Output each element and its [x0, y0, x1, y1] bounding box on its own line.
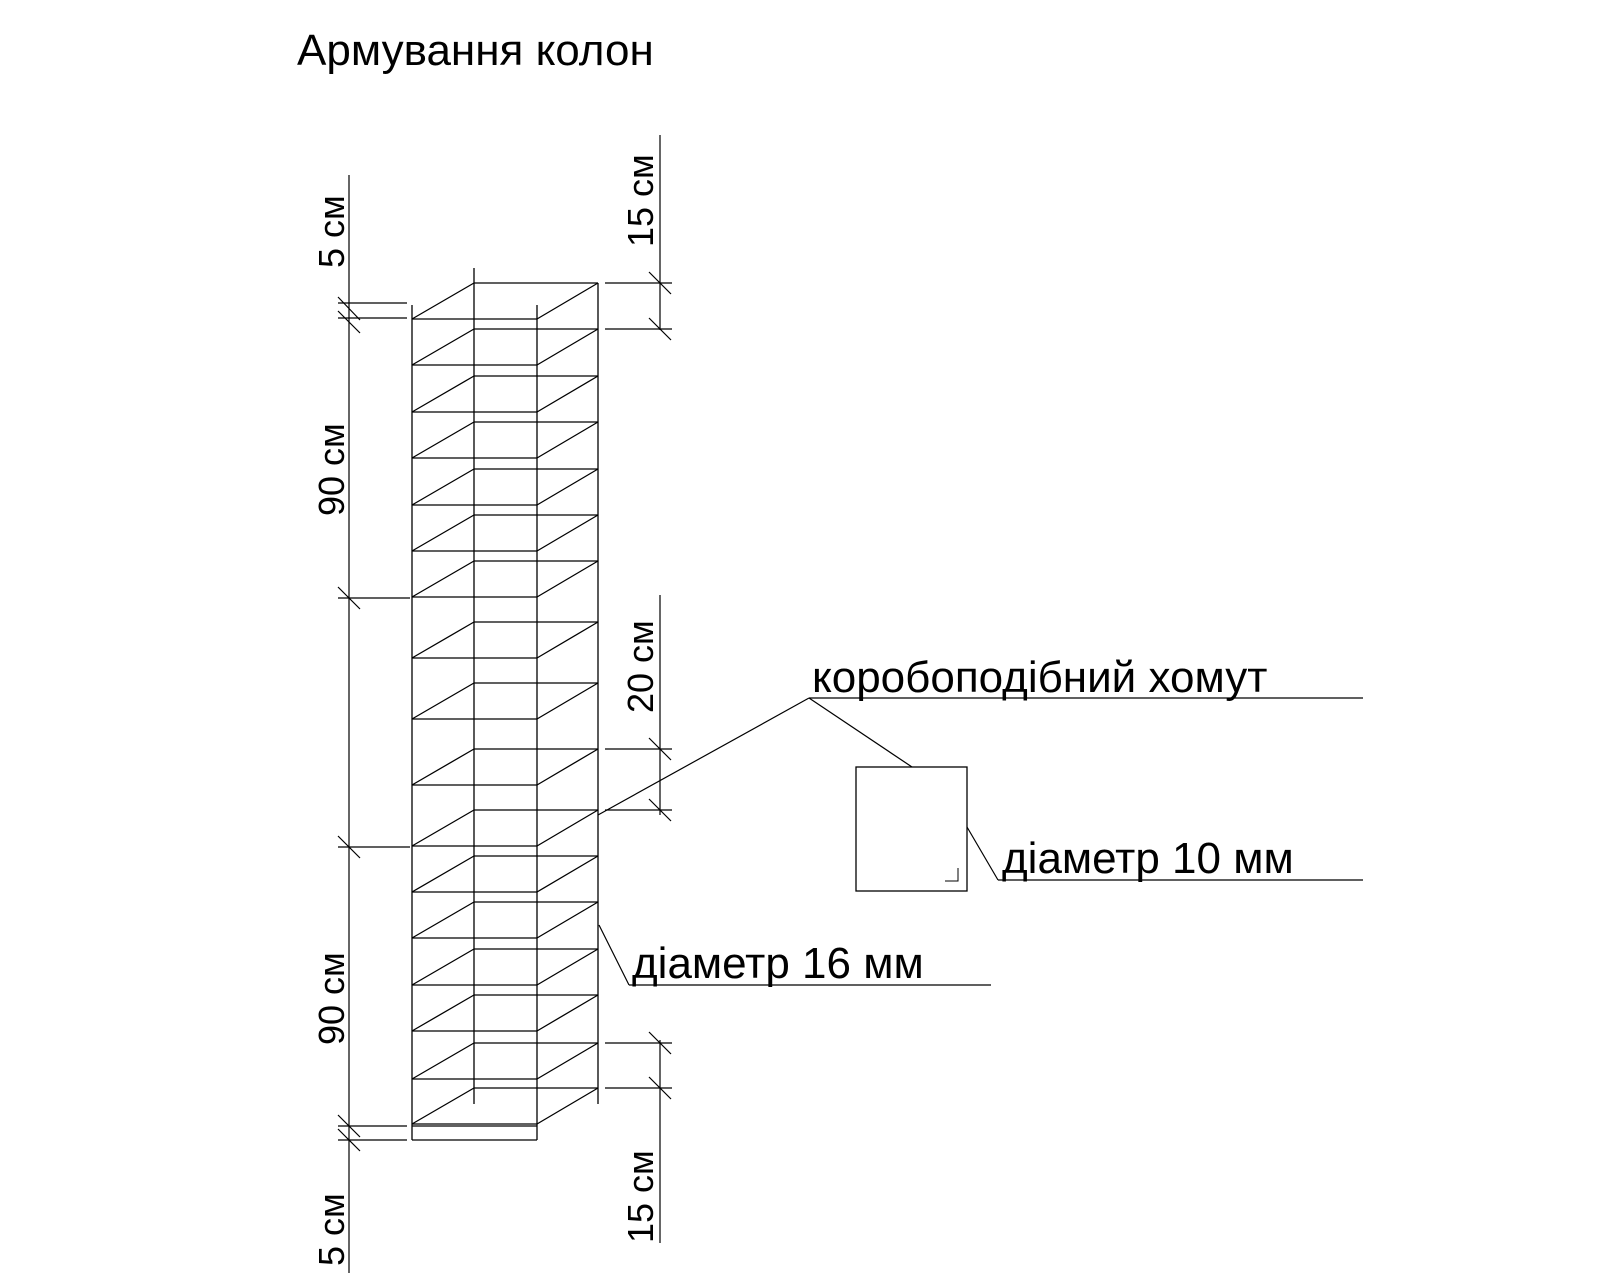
tick-mark [337, 1114, 361, 1138]
dimension-right-middle-step: 20 см [620, 620, 661, 713]
stirrup-segment [536, 855, 599, 893]
leader-to-stirrup [966, 826, 999, 881]
tick-mark [337, 310, 361, 334]
stirrup-segment [411, 1042, 475, 1080]
stirrup-set [411, 282, 599, 1141]
stirrup-hook [945, 868, 959, 882]
stirrup-segment [536, 748, 599, 786]
stirrup-segment [536, 809, 599, 847]
stirrup-type-leader [597, 697, 1363, 816]
stirrup-diameter-label: діаметр 10 мм [1002, 834, 1294, 883]
tick-mark [337, 835, 361, 859]
stirrup-detail [855, 766, 968, 892]
tick-mark [648, 1031, 672, 1055]
tick-mark [648, 1076, 672, 1100]
stirrup-segment [536, 282, 599, 320]
stirrup-segment [411, 375, 475, 413]
dimension-left-upper-zone: 90 см [311, 423, 352, 516]
stirrup-segment [411, 901, 475, 939]
stirrup-segment [536, 621, 599, 659]
stirrup-diameter-leader [966, 826, 1363, 881]
stirrup-segment [411, 328, 475, 366]
stirrup-outline [855, 766, 968, 892]
dimension-left-top-cover: 5 см [311, 195, 352, 268]
stirrup-segment [411, 282, 475, 320]
stirrup-segment [411, 1087, 475, 1125]
stirrup-segment [411, 560, 475, 598]
stirrup-segment [536, 328, 599, 366]
leader-to-rebar [598, 924, 630, 986]
stirrup-segment [536, 682, 599, 720]
tick-mark [648, 737, 672, 761]
stirrup-segment [411, 468, 475, 506]
stirrup-segment [411, 682, 475, 720]
tick-mark [648, 271, 672, 295]
rebar-diameter-leader [598, 924, 991, 986]
stirrup-segment [536, 901, 599, 939]
rebar-cage [411, 268, 599, 1141]
tick-mark [337, 586, 361, 610]
dimension-right-top-step: 15 см [620, 154, 661, 247]
stirrup-segment [536, 421, 599, 459]
stirrup-type-label: коробоподібний хомут [812, 653, 1267, 702]
leader-to-detail [808, 697, 913, 768]
stirrup-segment [536, 1087, 599, 1125]
stirrup-segment [411, 421, 475, 459]
dimension-left-bottom-cover: 5 см [311, 1193, 352, 1266]
stirrup-segment [536, 375, 599, 413]
stirrup-segment [536, 514, 599, 552]
leader-to-cage [597, 697, 810, 816]
rebar-diameter-label: діаметр 16 мм [632, 939, 924, 988]
dimension-right-bottom-step: 15 см [620, 1150, 661, 1243]
stirrup-segment [411, 855, 475, 893]
stirrup-segment [536, 468, 599, 506]
stirrup-segment [536, 560, 599, 598]
stirrup-segment [411, 994, 475, 1032]
left-dimension-chain [337, 175, 410, 1273]
stirrup-segment [411, 809, 475, 847]
tick-mark [648, 317, 672, 341]
tick-mark [337, 296, 361, 321]
drawing-title: Армування колон [297, 26, 654, 75]
stirrup-segment [411, 514, 475, 552]
dimension-left-lower-zone: 90 см [311, 952, 352, 1045]
stirrup-segment [536, 994, 599, 1032]
stirrup-segment [411, 621, 475, 659]
tick-mark [648, 798, 672, 822]
tick-mark [337, 1128, 361, 1152]
stirrup-segment [536, 948, 599, 986]
stirrup-segment [411, 748, 475, 786]
stirrup-segment [411, 948, 475, 986]
stirrup-segment [536, 1042, 599, 1080]
right-dimension-chain [605, 135, 672, 1243]
